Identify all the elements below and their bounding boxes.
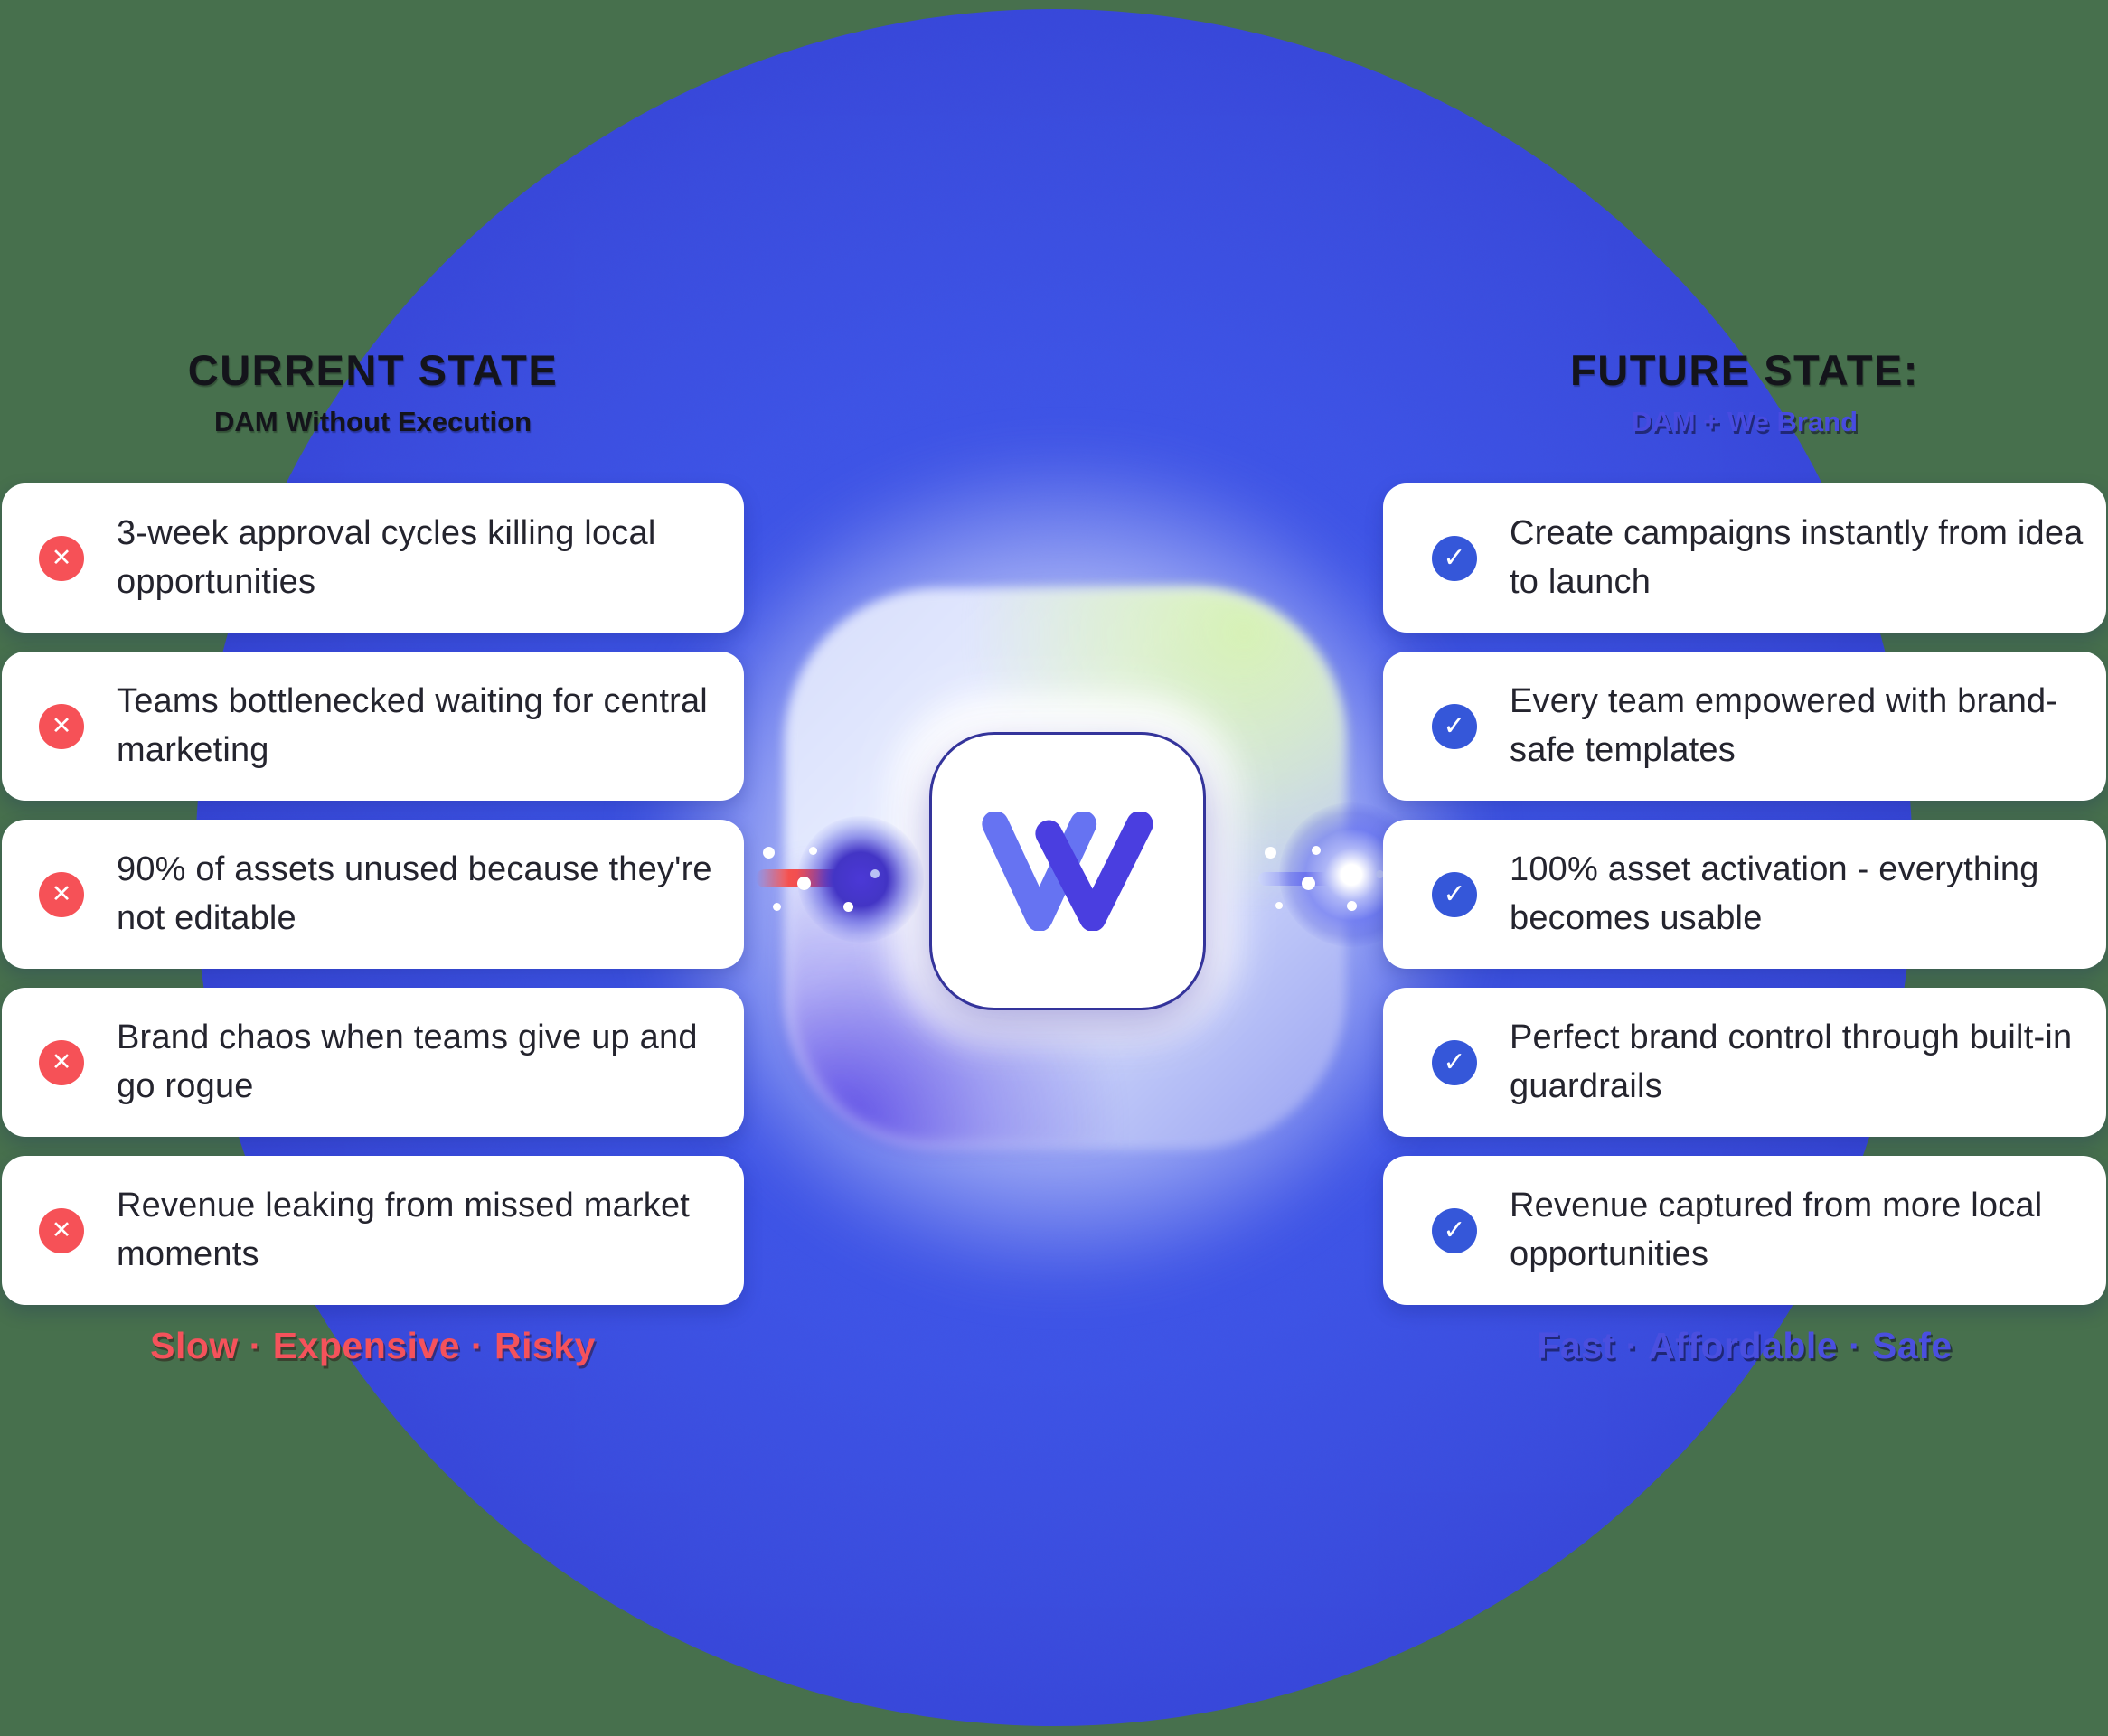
- particle-dot: [1265, 847, 1276, 859]
- benefit-text: Every team empowered with brand-safe tem…: [1510, 681, 2058, 769]
- pain-point-card: ✕ Brand chaos when teams give up and go …: [2, 988, 744, 1137]
- current-state-card-list: ✕ 3-week approval cycles killing local o…: [2, 483, 744, 1305]
- benefit-text: Revenue captured from more local opportu…: [1510, 1186, 2043, 1273]
- benefit-card: ✓ 100% asset activation - everything bec…: [1383, 820, 2106, 969]
- particle-dot: [809, 847, 817, 855]
- benefit-text: Perfect brand control through built-in g…: [1510, 1018, 2073, 1105]
- x-icon: ✕: [39, 1039, 84, 1085]
- current-state-title: CURRENT STATE: [187, 346, 559, 394]
- x-icon: ✕: [39, 1207, 84, 1253]
- pain-point-card: ✕ Teams bottlenecked waiting for central…: [2, 652, 744, 801]
- we-brand-w-icon: [982, 812, 1153, 931]
- current-state-header: CURRENT STATE DAM Without Execution: [2, 345, 744, 438]
- current-state-subtitle: DAM Without Execution: [213, 406, 532, 437]
- particle-dot: [843, 902, 853, 912]
- benefit-text: Create campaigns instantly from idea to …: [1510, 513, 2084, 601]
- particle-dot: [870, 869, 880, 878]
- particle-dot: [1312, 846, 1321, 855]
- particle-dot: [773, 903, 781, 911]
- left-connector-orb: [797, 816, 924, 943]
- x-icon: ✕: [39, 871, 84, 917]
- pain-point-card: ✕ 90% of assets unused because they're n…: [2, 820, 744, 969]
- check-icon: ✓: [1432, 703, 1477, 749]
- benefit-card: ✓ Perfect brand control through built-in…: [1383, 988, 2106, 1137]
- pain-point-card: ✕ 3-week approval cycles killing local o…: [2, 483, 744, 633]
- future-state-subtitle: DAM + We Brand: [1631, 406, 1859, 437]
- check-icon: ✓: [1432, 535, 1477, 581]
- particle-dot: [797, 877, 811, 890]
- particle-dot: [763, 847, 775, 859]
- pain-point-card: ✕ Revenue leaking from missed market mom…: [2, 1156, 744, 1305]
- check-icon: ✓: [1432, 1207, 1477, 1253]
- particle-dot: [1347, 901, 1357, 911]
- future-state-header: FUTURE STATE: DAM + We Brand: [1383, 345, 2106, 438]
- future-state-title: FUTURE STATE:: [1570, 346, 1919, 394]
- check-icon: ✓: [1432, 871, 1477, 917]
- current-state-footer: Slow · Expensive · Risky: [150, 1325, 596, 1366]
- future-state-card-list: ✓ Create campaigns instantly from idea t…: [1383, 483, 2106, 1305]
- particle-dot: [1302, 877, 1315, 890]
- pain-point-text: Teams bottlenecked waiting for central m…: [117, 681, 708, 769]
- x-icon: ✕: [39, 535, 84, 581]
- benefit-card: ✓ Revenue captured from more local oppor…: [1383, 1156, 2106, 1305]
- we-brand-logo-tile: [929, 732, 1206, 1010]
- benefit-card: ✓ Every team empowered with brand-safe t…: [1383, 652, 2106, 801]
- pain-point-text: 3-week approval cycles killing local opp…: [117, 513, 656, 601]
- pain-point-text: Brand chaos when teams give up and go ro…: [117, 1018, 698, 1105]
- future-state-footer: Fast · Affordable · Safe: [1537, 1325, 1953, 1366]
- check-icon: ✓: [1432, 1039, 1477, 1085]
- pain-point-text: 90% of assets unused because they're not…: [117, 849, 712, 937]
- particle-dot: [1376, 870, 1384, 878]
- pain-point-text: Revenue leaking from missed market momen…: [117, 1186, 691, 1273]
- particle-dot: [1275, 902, 1283, 909]
- benefit-text: 100% asset activation - everything becom…: [1510, 849, 2039, 937]
- x-icon: ✕: [39, 703, 84, 749]
- benefit-card: ✓ Create campaigns instantly from idea t…: [1383, 483, 2106, 633]
